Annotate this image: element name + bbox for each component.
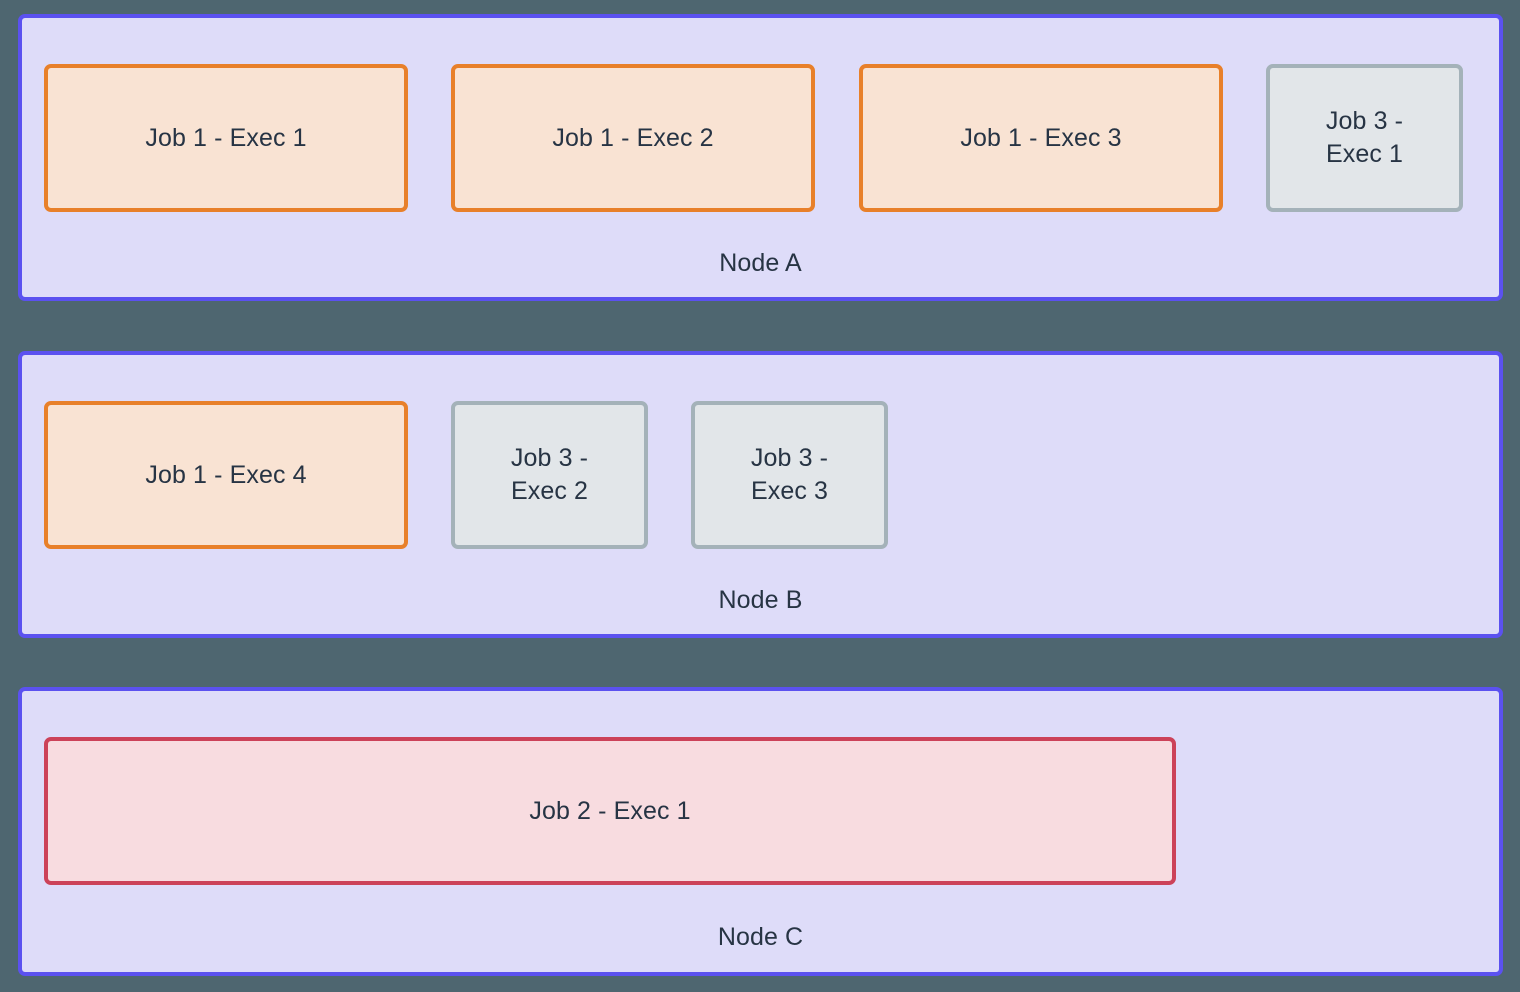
task-box-job2-exec1[interactable]: Job 2 - Exec 1 (44, 737, 1176, 885)
node-label-a: Node A (719, 249, 802, 277)
task-box-job3-exec1[interactable]: Job 3 - Exec 1 (1266, 64, 1463, 212)
node-label-b: Node B (718, 586, 803, 614)
node-container-a[interactable]: Job 1 - Exec 1 Job 1 - Exec 2 Job 1 - Ex… (18, 14, 1503, 301)
task-box-job1-exec1[interactable]: Job 1 - Exec 1 (44, 64, 408, 212)
node-label-c: Node C (717, 923, 804, 951)
node-container-b[interactable]: Job 1 - Exec 4 Job 3 - Exec 2 Job 3 - Ex… (18, 351, 1503, 638)
node-container-c[interactable]: Job 2 - Exec 1 Node C (18, 687, 1503, 976)
task-box-job3-exec2[interactable]: Job 3 - Exec 2 (451, 401, 648, 549)
task-box-job1-exec2[interactable]: Job 1 - Exec 2 (451, 64, 815, 212)
task-box-job3-exec3[interactable]: Job 3 - Exec 3 (691, 401, 888, 549)
task-box-job1-exec3[interactable]: Job 1 - Exec 3 (859, 64, 1223, 212)
task-box-job1-exec4[interactable]: Job 1 - Exec 4 (44, 401, 408, 549)
